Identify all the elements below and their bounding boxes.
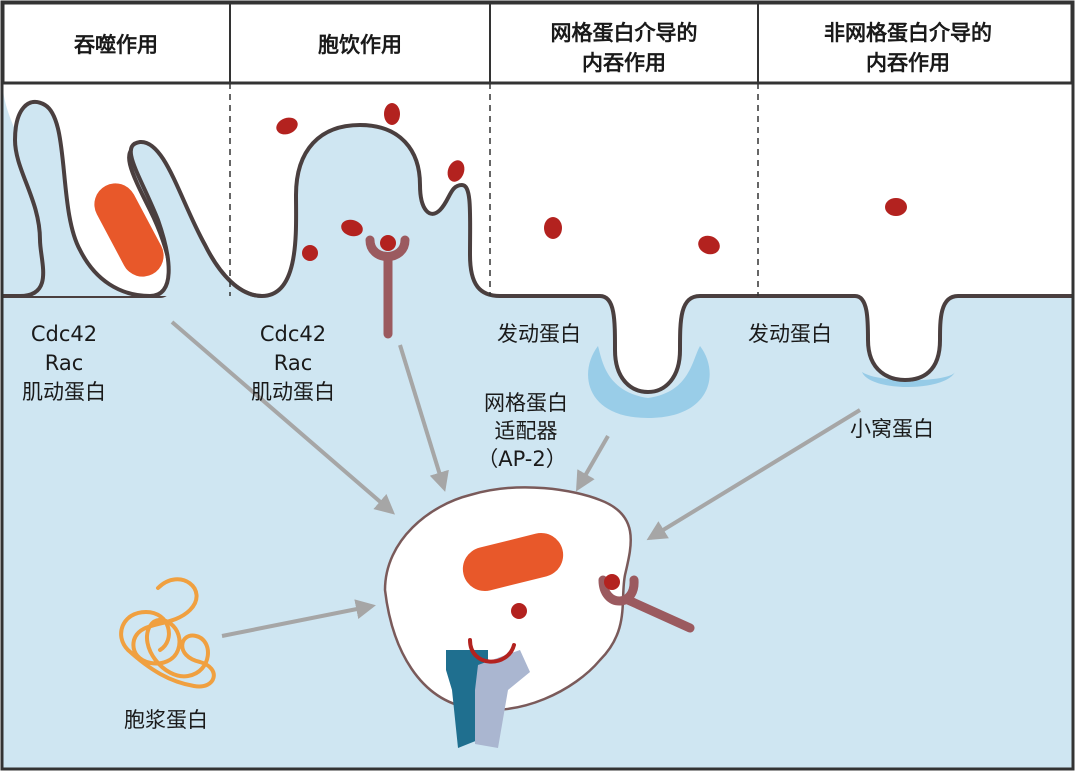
receptor [365, 235, 410, 339]
cytosolic-protein-label: 胞浆蛋白 [124, 708, 208, 732]
cytosolic-protein [119, 577, 216, 689]
header-nonclathrin-line2: 内吞作用 [866, 51, 950, 75]
particle [384, 103, 400, 125]
header-phagocytosis: 吞噬作用 [74, 33, 158, 57]
pino-factor-2: Rac [274, 351, 313, 375]
header-clathrin-line1: 网格蛋白介导的 [551, 21, 698, 45]
header-nonclathrin-line1: 非网格蛋白介导的 [824, 21, 992, 45]
arrow-clathrin [576, 435, 610, 492]
phago-factor-2: Rac [45, 351, 84, 375]
adaptor-label-2: 适配器 [495, 419, 558, 443]
caveolin-label: 小窝蛋白 [850, 417, 934, 441]
dynamin-clathrin-label: 发动蛋白 [497, 322, 581, 346]
receptor-complex [446, 638, 530, 748]
arrows [170, 320, 862, 638]
cytoplasm-main [3, 125, 1072, 768]
arrow-phagocytosis [170, 320, 396, 515]
arrow-pinocytosis [398, 344, 449, 492]
particle [698, 235, 720, 255]
endosome-bacterium [462, 532, 564, 592]
phago-factor-3: 肌动蛋白 [22, 380, 106, 404]
bacterium [94, 183, 164, 277]
phago-factor-1: Cdc42 [31, 322, 97, 346]
pino-factor-3: 肌动蛋白 [251, 380, 335, 404]
particle [276, 117, 298, 135]
particle [885, 198, 907, 216]
arrow-caveolin [646, 408, 862, 541]
phagocytic-arm-right [128, 140, 263, 298]
particle [447, 160, 465, 182]
extracellular-particles [276, 103, 907, 261]
particle [341, 219, 363, 237]
phagocytic-arm-left [3, 99, 151, 298]
endosome-receptor [598, 574, 695, 633]
pino-factor-1: Cdc42 [260, 322, 326, 346]
adaptor-label-3: （AP-2） [477, 447, 567, 471]
arrow-cytosolic [221, 599, 376, 638]
particle [302, 245, 318, 261]
clathrin-coat [588, 346, 710, 418]
endosome-particle [511, 603, 527, 619]
particle [544, 217, 562, 239]
dynamin-caveolae-label: 发动蛋白 [748, 322, 832, 346]
header-pinocytosis: 胞饮作用 [318, 33, 402, 57]
caveolin-coat [862, 372, 955, 387]
header-clathrin-line2: 内吞作用 [582, 51, 666, 75]
adaptor-label-1: 网格蛋白 [484, 391, 568, 415]
